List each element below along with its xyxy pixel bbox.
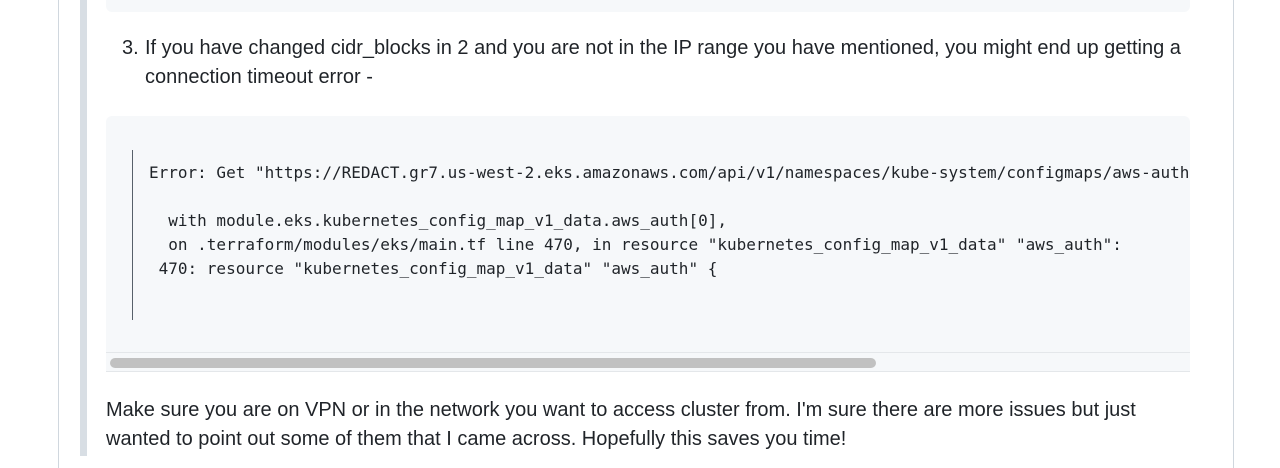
code-pipe-guide [132, 150, 133, 320]
comment-frame [58, 0, 1234, 468]
previous-code-block [106, 0, 1190, 12]
horizontal-scrollbar[interactable] [106, 352, 1190, 372]
list-item-3: 3. If you have changed cidr_blocks in 2 … [122, 34, 1188, 92]
list-item-text: If you have changed cidr_blocks in 2 and… [145, 37, 1181, 88]
closing-paragraph: Make sure you are on VPN or in the netwo… [106, 399, 1136, 450]
scrollbar-thumb[interactable] [110, 358, 876, 368]
code-line: on .terraform/modules/eks/main.tf line 4… [149, 235, 1122, 254]
code-content: Error: Get "https://REDACT.gr7.us-west-2… [106, 116, 1190, 352]
blockquote-bar [80, 0, 87, 456]
code-line: 470: resource "kubernetes_config_map_v1_… [149, 259, 718, 278]
list-number: 3. [122, 37, 139, 59]
code-line: with module.eks.kubernetes_config_map_v1… [149, 211, 727, 230]
code-line: Error: Get "https://REDACT.gr7.us-west-2… [149, 163, 1190, 182]
code-block[interactable]: Error: Get "https://REDACT.gr7.us-west-2… [106, 116, 1190, 372]
